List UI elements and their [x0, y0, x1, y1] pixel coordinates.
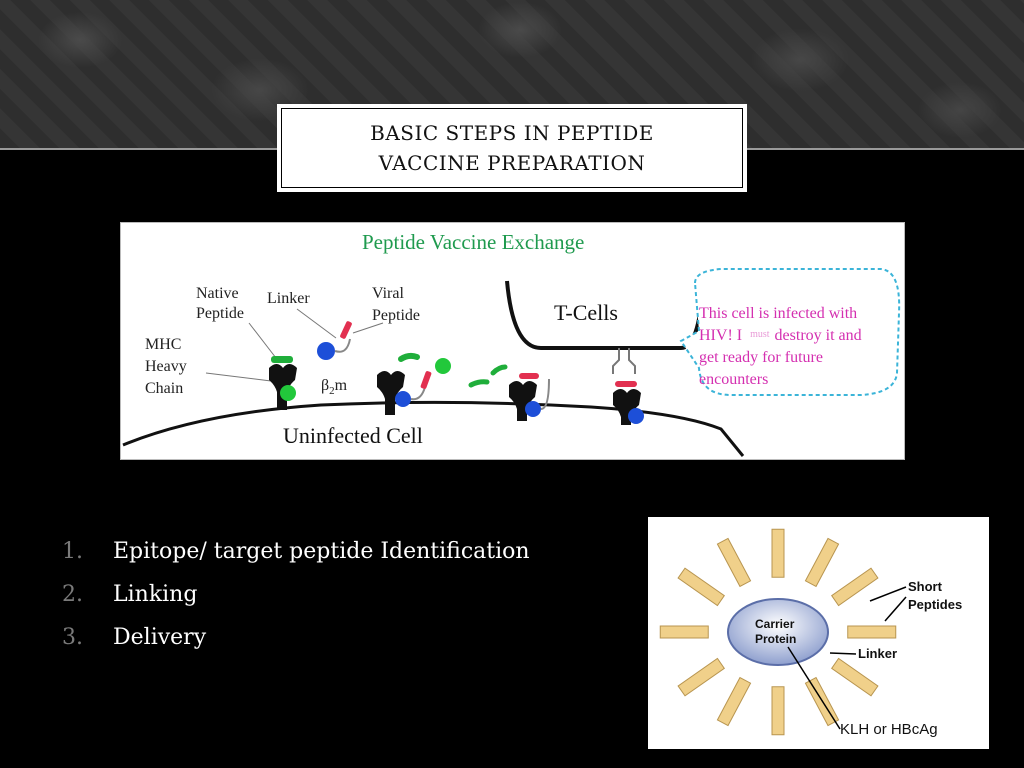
slide-title-box: BASIC STEPS IN PEPTIDE VACCINE PREPARATI… — [277, 104, 747, 192]
speech-bubble — [679, 268, 901, 396]
short-peptide-rod — [659, 625, 709, 639]
short-peptide-rod — [771, 686, 785, 736]
mhc-label-2: Heavy — [145, 358, 187, 375]
slide-title-line1: BASIC STEPS IN PEPTIDE — [370, 121, 654, 145]
free-native-peptide-2 — [490, 364, 508, 376]
steps-list: 1. Epitope/ target peptide Identification… — [62, 530, 530, 659]
carrier-protein-figure: Carrier Protein Short Peptides Linker KL… — [648, 517, 989, 749]
carrier-protein-svg: Carrier Protein Short Peptides Linker KL… — [659, 528, 962, 738]
viral-pointer — [352, 322, 384, 334]
bubble-line-4: encounters — [699, 371, 768, 388]
linker-carrier-label: Linker — [858, 646, 897, 661]
step-item: 3. Delivery — [62, 616, 530, 659]
klh-label: KLH or HBcAg — [840, 721, 938, 738]
linker-label: Linker — [267, 290, 310, 307]
peptide-exchange-svg: Peptide Vaccine Exchange Uninfected Cell… — [122, 230, 901, 457]
step-text: Epitope/ target peptide Identification — [113, 539, 530, 564]
step-text: Delivery — [113, 625, 207, 650]
bubble-line-3: get ready for future — [699, 349, 823, 366]
carrier-label-1: Carrier — [755, 617, 795, 631]
uninfected-cell-label: Uninfected Cell — [283, 423, 423, 448]
cell-membrane — [122, 400, 745, 457]
linker-pointer — [296, 308, 337, 339]
short-peptides-pointer-1 — [869, 586, 907, 602]
step-number: 3. — [62, 625, 83, 650]
carrier-label-2: Protein — [755, 632, 796, 646]
slide-title-line2: VACCINE PREPARATION — [378, 151, 646, 175]
mhc-complex-2 — [377, 352, 451, 415]
exchange-heading: Peptide Vaccine Exchange — [362, 230, 584, 254]
step-number: 2. — [62, 582, 83, 607]
viral-label-1: Viral — [372, 285, 404, 302]
step-text: Linking — [113, 582, 198, 607]
step-item: 1. Epitope/ target peptide Identification — [62, 530, 530, 573]
short-label-1: Short — [908, 579, 943, 594]
step-item: 2. Linking — [62, 573, 530, 616]
short-peptide-rod — [830, 657, 879, 697]
mhc-complex-4 — [613, 381, 644, 425]
t-cells-label: T-Cells — [554, 300, 618, 325]
step-number: 1. — [62, 539, 83, 564]
peptide-exchange-figure: Peptide Vaccine Exchange Uninfected Cell… — [120, 222, 905, 460]
free-viral-peptide — [317, 321, 352, 360]
klh-pointer — [787, 646, 841, 730]
short-peptide-rod — [804, 537, 840, 588]
free-native-peptide-1 — [468, 379, 490, 388]
t-cell-receptor — [612, 348, 636, 374]
mhc-complex-3 — [509, 373, 550, 421]
short-peptide-rod — [716, 537, 752, 588]
native-label-1: Native — [196, 285, 239, 302]
short-label-2: Peptides — [908, 597, 962, 612]
short-peptide-rod — [847, 625, 897, 639]
mhc-pointer — [205, 372, 272, 382]
native-pointer — [248, 322, 277, 359]
linker-pointer-right — [829, 652, 857, 655]
short-peptide-rod — [677, 657, 726, 697]
short-peptide-rod — [716, 676, 752, 727]
slide-title: BASIC STEPS IN PEPTIDE VACCINE PREPARATI… — [332, 118, 692, 178]
short-peptide-rod — [830, 567, 879, 607]
short-peptides-pointer-2 — [884, 596, 907, 622]
bubble-line-1: This cell is infected with — [699, 305, 857, 322]
short-peptide-rod — [771, 528, 785, 578]
viral-label-2: Peptide — [372, 307, 420, 324]
carrier-protein-ellipse — [727, 598, 829, 666]
short-peptide-rod — [677, 567, 726, 607]
mhc-complex-1 — [269, 356, 297, 410]
mhc-label-1: MHC — [145, 336, 181, 353]
b2m-label: β2m — [321, 377, 348, 397]
native-label-2: Peptide — [196, 305, 244, 322]
mhc-label-3: Chain — [145, 380, 183, 397]
